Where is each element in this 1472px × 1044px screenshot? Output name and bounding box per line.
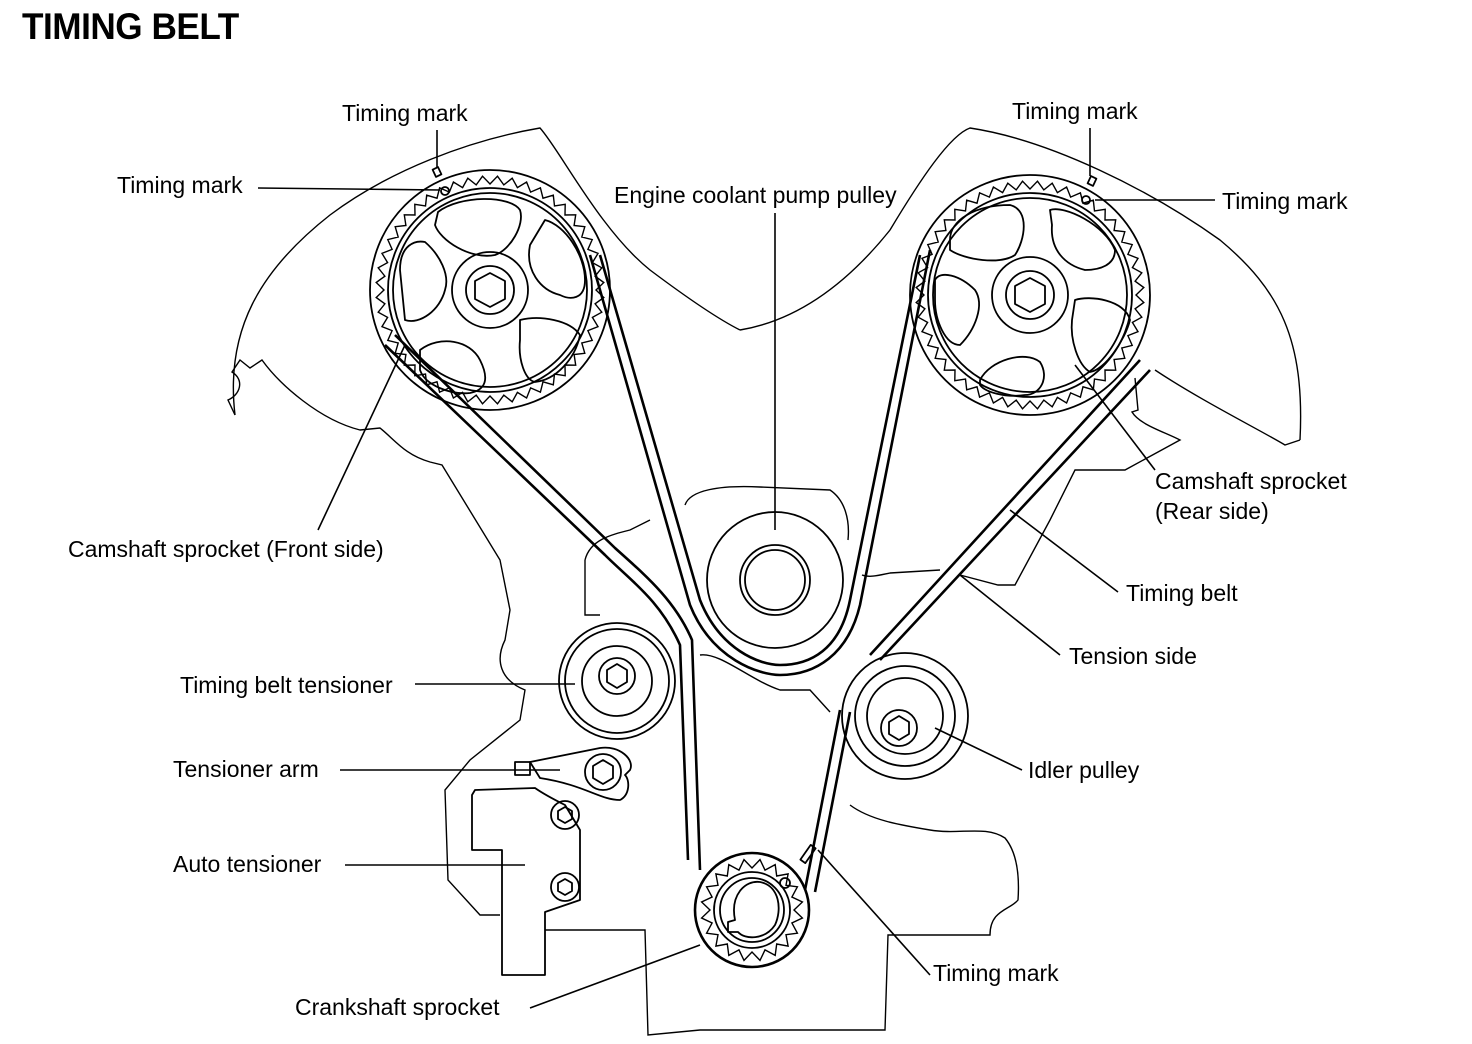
label-tension-side: Tension side bbox=[1069, 643, 1197, 669]
label-tensioner-arm: Tensioner arm bbox=[173, 756, 319, 782]
coolant-pump-pulley bbox=[706, 511, 844, 649]
camshaft-sprocket-front bbox=[369, 169, 611, 411]
leader-lines bbox=[257, 128, 1215, 1009]
timing-mark-sprocket-right bbox=[1081, 195, 1091, 205]
timing-mark-cover-left bbox=[431, 166, 443, 178]
idler-pulley bbox=[841, 652, 969, 780]
timing-mark-cover-right bbox=[1086, 175, 1098, 187]
crankshaft-sprocket bbox=[693, 844, 817, 969]
label-timing-mark-right: Timing mark bbox=[1222, 188, 1348, 214]
label-timing-belt-tensioner: Timing belt tensioner bbox=[180, 672, 393, 698]
label-camshaft-rear-side-line2: (Rear side) bbox=[1155, 498, 1269, 524]
timing-belt-tensioner-pulley bbox=[558, 622, 676, 740]
label-timing-mark-top-right: Timing mark bbox=[1012, 98, 1138, 124]
engine-outline bbox=[227, 127, 1302, 1036]
label-auto-tensioner: Auto tensioner bbox=[173, 851, 322, 877]
camshaft-sprocket-rear bbox=[909, 174, 1151, 416]
label-coolant-pump-pulley: Engine coolant pump pulley bbox=[614, 182, 897, 208]
diagram-title: TIMING BELT bbox=[22, 6, 239, 47]
label-timing-mark-top-left: Timing mark bbox=[342, 100, 468, 126]
label-camshaft-front-side: Camshaft sprocket (Front side) bbox=[68, 536, 384, 562]
label-timing-belt: Timing belt bbox=[1126, 580, 1238, 606]
timing-mark-crank bbox=[799, 844, 817, 864]
timing-mark-sprocket-left bbox=[440, 186, 450, 196]
label-timing-mark-left: Timing mark bbox=[117, 172, 243, 198]
auto-tensioner-assembly bbox=[471, 746, 632, 976]
label-timing-mark-crank: Timing mark bbox=[933, 960, 1059, 986]
label-crankshaft-sprocket: Crankshaft sprocket bbox=[295, 994, 500, 1020]
timing-belt-path bbox=[384, 249, 1151, 893]
label-camshaft-rear-side-line1: Camshaft sprocket bbox=[1155, 468, 1347, 494]
label-idler-pulley: Idler pulley bbox=[1028, 757, 1140, 783]
